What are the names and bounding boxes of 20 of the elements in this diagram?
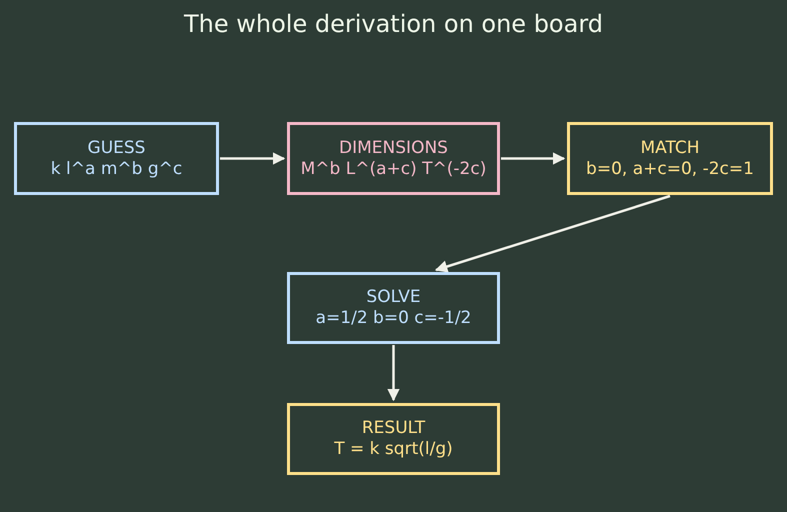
arrow	[434, 194, 670, 273]
box-heading: DIMENSIONS	[339, 138, 448, 158]
process-box	[567, 122, 773, 195]
box-formula: k l^a m^b g^c	[50, 158, 182, 180]
process-box	[287, 122, 500, 195]
box-heading: RESULT	[362, 418, 426, 439]
box-formula: M^b L^(a+c) T^(-2c)	[300, 158, 486, 180]
arrow	[387, 345, 400, 402]
arrow	[501, 152, 566, 165]
box-formula: a=1/2 b=0 c=-1/2	[316, 308, 472, 329]
box-heading: GUESS	[88, 138, 146, 158]
box-heading: MATCH	[640, 138, 700, 158]
arrow	[220, 152, 286, 165]
process-box	[287, 403, 500, 475]
diagram-title: The whole derivation on one board	[182, 10, 604, 38]
box-formula: b=0, a+c=0, -2c=1	[586, 158, 754, 180]
process-box	[14, 122, 219, 195]
box-formula: T = k sqrt(l/g)	[334, 439, 453, 460]
box-heading: SOLVE	[366, 287, 421, 308]
process-box	[287, 272, 500, 344]
